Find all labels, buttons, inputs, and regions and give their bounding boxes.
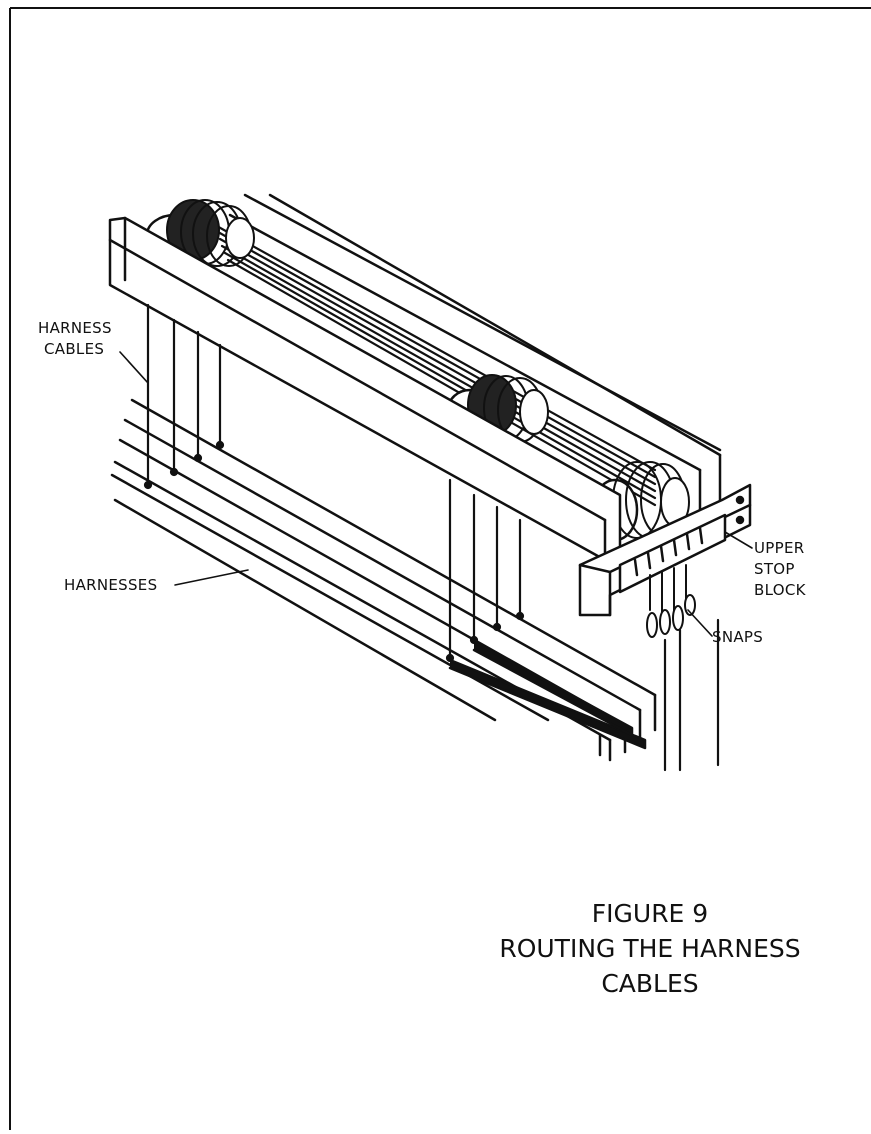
back-rail (228, 193, 722, 514)
harnesses (110, 398, 657, 762)
caption-title-line1: ROUTING THE HARNESS (499, 934, 801, 963)
label-cables: CABLES (44, 340, 105, 358)
label-block: BLOCK (754, 581, 806, 599)
label-stop: STOP (754, 560, 795, 578)
pulley-stack-left (145, 199, 255, 267)
cable-bundle (213, 223, 657, 507)
label-harness: HARNESS (38, 319, 112, 337)
label-upper: UPPER (754, 539, 805, 557)
snaps (646, 564, 696, 638)
upper-stop-block (578, 483, 752, 617)
caption-title-line2: CABLES (601, 969, 699, 998)
label-snaps: SNAPS (712, 628, 764, 646)
caption-figure-number: FIGURE 9 (591, 899, 709, 928)
label-harnesses: HARNESSES (64, 576, 158, 594)
front-rail (108, 216, 622, 562)
leader-lines (119, 351, 753, 637)
loom-posts (663, 618, 720, 772)
page-border (9, 7, 871, 1130)
